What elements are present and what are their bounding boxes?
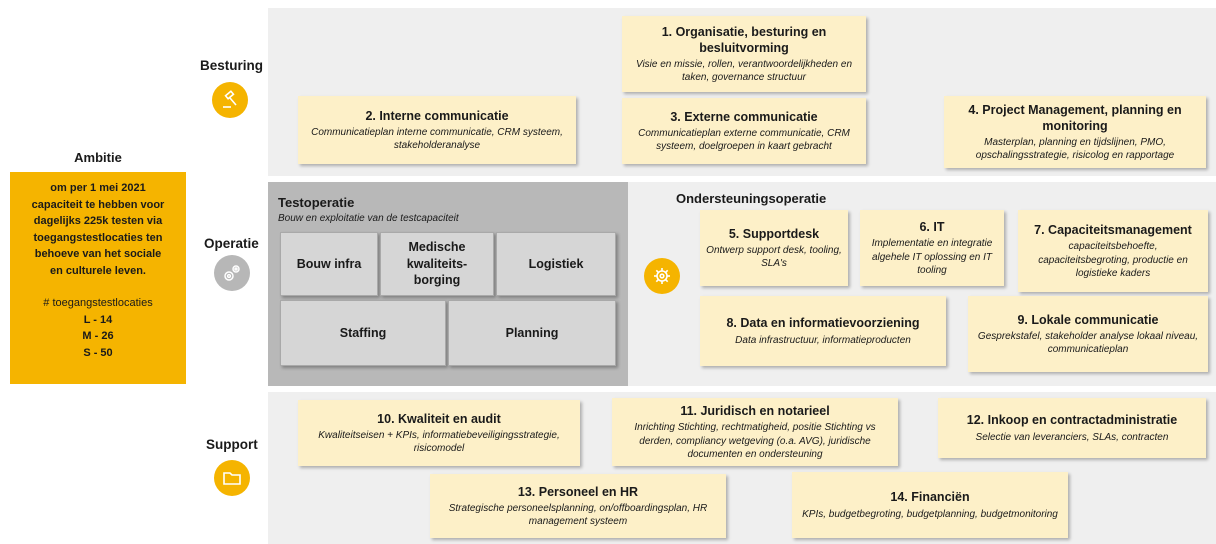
card-desc: Kwaliteitseisen + KPIs, informatiebeveil… [318, 429, 560, 455]
card-title: 3. Externe communicatie [670, 109, 818, 124]
gear-icon [644, 258, 680, 294]
card-desc: Communicatieplan interne communicatie, C… [311, 126, 563, 152]
card-it: 6. IT Implementatie en integratie algehe… [860, 210, 1004, 286]
card-desc: Inrichting Stichting, rechtmatigheid, po… [634, 422, 876, 460]
card-desc: Implementatie en integratie algehele IT … [871, 238, 993, 276]
card-title: 1. Organisatie, besturing en besluitvorm… [661, 24, 827, 55]
card-title: 12. Inkoop en contractadministratie [966, 413, 1178, 428]
card-desc: capaciteitsbehoefte, capaciteitsbegrotin… [1038, 241, 1188, 279]
ambitie-line: behoeve van het sociale [34, 248, 162, 260]
card-juridisch-notarieel: 11. Juridisch en notarieel Inrichting St… [612, 398, 898, 466]
testoperatie-title: Testoperatie [278, 195, 355, 210]
card-title: 8. Data en informatievoorziening [726, 316, 920, 331]
card-title: 9. Lokale communicatie [1017, 312, 1159, 327]
card-desc: Visie en missie, rollen, verantwoordelij… [635, 59, 853, 84]
gavel-icon [212, 82, 248, 118]
ambitie-line: dagelijks 225k testen via [33, 215, 163, 227]
card-title: 6. IT [919, 220, 945, 235]
card-title: 5. Supportdesk [728, 226, 820, 241]
card-desc: Data infrastructuur, informatieproducten [735, 334, 911, 346]
card-lokale-communicatie: 9. Lokale communicatie Gesprekstafel, st… [968, 296, 1208, 372]
box-bouw-infra: Bouw infra [280, 232, 378, 296]
box-medische-kwaliteitsborging: Medische kwaliteits- borging [380, 232, 494, 296]
ambitie-line: S - 50 [83, 346, 113, 359]
card-kwaliteit-audit: 10. Kwaliteit en audit Kwaliteitseisen +… [298, 400, 580, 466]
box-planning: Planning [448, 300, 616, 366]
folder-icon [214, 460, 250, 496]
card-desc: Masterplan, planning en tijdslijnen, PMO… [975, 137, 1175, 162]
ambitie-line: capaciteit te hebben voor [31, 198, 165, 211]
card-capaciteitsmanagement: 7. Capaciteitsmanagement capaciteitsbeho… [1018, 210, 1208, 292]
card-organisatie: 1. Organisatie, besturing en besluitvorm… [622, 16, 866, 92]
card-interne-communicatie: 2. Interne communicatie Communicatieplan… [298, 96, 576, 164]
box-line: Medische [408, 239, 466, 254]
ambitie-box: om per 1 mei 2021 capaciteit te hebben v… [10, 172, 186, 384]
section-label-support: Support [206, 437, 258, 452]
card-desc: Gesprekstafel, stakeholder analyse lokaa… [977, 330, 1199, 356]
ambitie-line: # toegangstestlocaties [43, 297, 153, 309]
card-title: 14. Financiën [890, 490, 970, 505]
card-desc: Communicatieplan externe communicatie, C… [638, 127, 850, 153]
card-data-informatievoorziening: 8. Data en informatievoorziening Data in… [700, 296, 946, 366]
card-inkoop-contractadministratie: 12. Inkoop en contractadministratie Sele… [938, 398, 1206, 458]
ambitie-line: en culturele leven. [50, 264, 146, 277]
testoperatie-subtitle: Bouw en exploitatie van de testcapacitei… [278, 213, 459, 224]
card-title: 7. Capaciteitsmanagement [1034, 223, 1192, 238]
ambitie-line: om per 1 mei 2021 [50, 182, 146, 194]
card-title: 10. Kwaliteit en audit [377, 411, 501, 426]
box-line: kwaliteits- [406, 256, 468, 271]
ambitie-spacer [10, 279, 186, 295]
card-title: 11. Juridisch en notarieel [680, 404, 830, 419]
box-staffing: Staffing [280, 300, 446, 366]
box-line: borging [413, 273, 461, 288]
gears-icon [214, 255, 250, 291]
card-desc: Strategische personeelsplanning, on/offb… [448, 502, 708, 528]
section-label-besturing: Besturing [200, 58, 264, 73]
card-desc: KPIs, budgetbegroting, budgetplanning, b… [802, 508, 1058, 520]
ambitie-line: M - 26 [82, 330, 114, 342]
card-desc: Selectie van leveranciers, SLAs, contrac… [975, 431, 1169, 443]
card-title: 4. Project Management, planning en monit… [968, 102, 1182, 133]
card-desc: Ontwerp support desk, tooling, SLA's [706, 244, 842, 270]
ambitie-title: Ambitie [74, 150, 122, 165]
card-title: 13. Personeel en HR [517, 484, 639, 499]
box-logistiek: Logistiek [496, 232, 616, 296]
card-financien: 14. Financiën KPIs, budgetbegroting, bud… [792, 472, 1068, 538]
card-supportdesk: 5. Supportdesk Ontwerp support desk, too… [700, 210, 848, 286]
card-personeel-hr: 13. Personeel en HR Strategische persone… [430, 474, 726, 538]
card-title: 2. Interne communicatie [365, 108, 509, 123]
ondersteuning-title: Ondersteuningsoperatie [676, 191, 827, 206]
card-externe-communicatie: 3. Externe communicatie Communicatieplan… [622, 98, 866, 164]
ambitie-line: toegangstestlocaties ten [33, 231, 163, 244]
section-label-operatie: Operatie [204, 236, 259, 251]
card-project-management: 4. Project Management, planning en monit… [944, 96, 1206, 168]
ambitie-line: L - 14 [83, 313, 113, 326]
